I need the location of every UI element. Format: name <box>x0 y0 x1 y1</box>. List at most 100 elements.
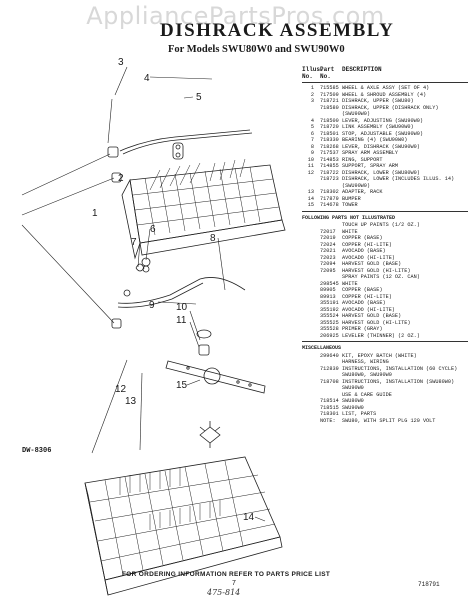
part-number: 298545 <box>320 280 339 287</box>
illus-no: 3 <box>310 98 314 104</box>
parts-row: 72021 AVOCADO (BASE) <box>302 248 468 255</box>
part-number: 717879 <box>320 195 339 202</box>
part-number: 718514 <box>320 398 339 404</box>
part-number: 717509 <box>320 91 339 98</box>
lower-dishrack <box>84 456 283 596</box>
part-number: 72021 <box>320 248 336 254</box>
part-number: 89905 <box>320 287 336 293</box>
diagram-code: DW-8306 <box>22 447 52 455</box>
callout-9: 9 <box>149 300 155 311</box>
part-description: DISHRACK, LOWER (SWU80W0) <box>342 169 420 176</box>
part-description: SWU80, WITH SPLIT PLG 120 VOLT <box>342 417 436 424</box>
part-number: 355524 <box>320 313 339 319</box>
parts-row: SPRAY PAINTS (12 OZ. CAN) <box>302 274 468 281</box>
part-description: LIST, PARTS <box>342 411 377 417</box>
parts-row: 72019 COPPER (BASE) <box>302 235 468 242</box>
part-number: 718580 <box>320 104 339 111</box>
part-description: HARVEST GOLD (BASE) <box>342 313 402 319</box>
upper-dishrack <box>121 158 286 260</box>
part-number: 355192 <box>320 306 339 313</box>
part-description: WHEEL & AXLE ASSY (SET OF 4) <box>342 85 430 91</box>
part-description: COPPER (HI-LITE) <box>342 241 392 248</box>
part-description: HARVEST GOLD (HI-LITE) <box>342 319 411 326</box>
part-description: SPRAY PAINTS (12 OZ. CAN) <box>342 274 420 280</box>
callout-1: 1 <box>92 208 98 219</box>
part-number: 355191 <box>320 300 339 306</box>
illus-no: 10 <box>307 156 314 163</box>
part-number: 355528 <box>320 326 339 332</box>
part-description: AVOCADO (HI-LITE) <box>342 306 395 313</box>
part-number: 72019 <box>320 235 336 241</box>
ordering-note: FOR ORDERING INFORMATION REFER TO PARTS … <box>122 571 331 578</box>
illus-no <box>302 105 320 118</box>
callout-14: 14 <box>243 512 255 523</box>
part-description: AVOCADO (HI-LITE) <box>342 254 395 261</box>
part-description: SWU90W0 <box>342 404 364 411</box>
parts-row: 89905 COPPER (BASE) <box>302 287 468 294</box>
part-number: 718302 <box>320 189 339 195</box>
illus-no <box>302 379 320 392</box>
part-description: DISHRACK, UPPER (SWU80) <box>342 98 414 104</box>
part-number: 718501 <box>320 130 339 137</box>
link-assembly <box>172 142 184 160</box>
part-description: BUMPER <box>342 195 361 202</box>
part-description: LEVER, DISHRACK (SWU90W0) <box>342 143 420 150</box>
part-description: LEVER, ADJUSTING (SWU90W0) <box>342 117 423 124</box>
part-description: HARNESS, WIRING <box>342 359 389 365</box>
part-number: 718723 <box>320 176 339 182</box>
part-number: 712839 <box>320 365 339 372</box>
part-description: COPPER (BASE) <box>342 287 383 293</box>
part-number: 72017 <box>320 228 336 235</box>
illus-no: 6 <box>310 130 314 137</box>
parts-list-header: Illus. No. Part No. DESCRIPTION <box>302 66 468 80</box>
part-description: HARVEST GOLD (HI-LITE) <box>342 267 411 274</box>
callout-13: 13 <box>125 396 137 407</box>
part-number: 89913 <box>320 293 336 300</box>
callout-2: 2 <box>118 173 124 184</box>
part-description: WHITE <box>342 228 358 235</box>
illus-no: 13 <box>307 189 314 195</box>
part-number: 72095 <box>320 267 336 274</box>
part-description: PRIMER (GRAY) <box>342 326 383 332</box>
part-number: 72094 <box>320 261 336 267</box>
parts-row: 72095 HARVEST GOLD (HI-LITE) <box>302 268 468 275</box>
part-description: DISHRACK, LOWER (INCLUDES ILLUS. 14) (SW… <box>342 176 455 189</box>
part-description: AVOCADO (BASE) <box>342 248 386 254</box>
illus-no: 5 <box>310 124 314 130</box>
part-description: INSTRUCTIONS, INSTALLATION (SWU80W0) SWU… <box>342 378 455 392</box>
callout-15: 15 <box>176 380 188 391</box>
part-number: 714855 <box>320 163 339 169</box>
part-number: 718330 <box>320 137 339 143</box>
part-description: SWU80W0 <box>342 398 364 404</box>
misc-heading: MISCELLANEOUS <box>302 345 342 351</box>
part-description: SPRAY ARM ASSEMBLY <box>342 150 399 156</box>
part-description: DISHRACK, UPPER (DISHRACK ONLY) (SWU90W0… <box>342 104 439 118</box>
part-description: WHITE <box>342 280 358 287</box>
part-description: TOUCH UP PAINTS (1/2 OZ.) <box>342 222 420 228</box>
part-number: 714853 <box>320 156 339 163</box>
header-part: Part No. <box>320 66 335 80</box>
part-description: SUPPORT, SPRAY ARM <box>342 163 399 169</box>
callout-11: 11 <box>176 315 187 326</box>
part-description: COPPER (BASE) <box>342 235 383 241</box>
